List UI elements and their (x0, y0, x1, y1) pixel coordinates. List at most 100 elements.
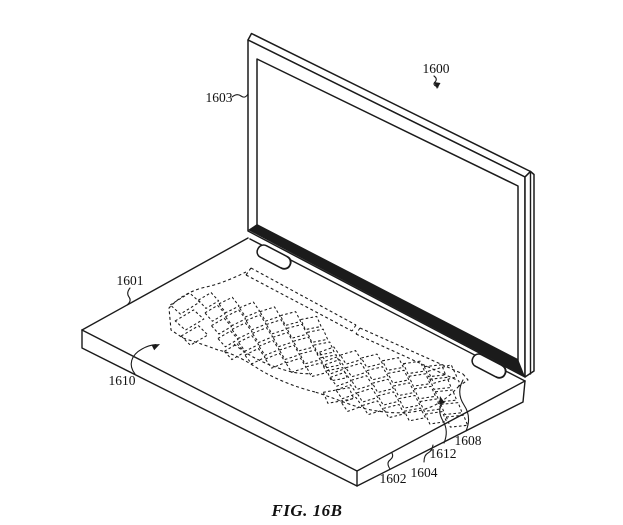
keyboard-key (403, 407, 426, 422)
keyboard-key (313, 341, 335, 356)
keyboard-key (245, 314, 267, 331)
base-left-face (81, 329, 358, 487)
callout-1604-label: 1604 (411, 465, 438, 480)
keyboard-key (259, 306, 281, 322)
callout-1612: 1612 (430, 396, 457, 461)
keyboard-key (244, 347, 266, 365)
keyboard-key (361, 400, 384, 416)
keyboard-key (322, 387, 355, 404)
keyboard-key (300, 315, 322, 331)
split-keyboard (168, 267, 469, 428)
keyboard-key (210, 317, 233, 335)
figure-caption: FIG. 16B (270, 501, 342, 520)
keyboard-key (272, 331, 294, 348)
keyboard-key (419, 398, 442, 412)
keyboard-strip-joints (245, 267, 361, 335)
callout-1604: 1604 (411, 444, 438, 480)
keyboard-left-boundary (168, 271, 247, 351)
base-back-edge (81, 237, 249, 331)
keyboard-top-strip-inner (245, 274, 460, 382)
keyboard-corner-1608 (458, 373, 469, 387)
keyboard-key (265, 319, 288, 335)
keyboard-bridge-lower (217, 349, 316, 393)
keyboard-key (434, 389, 458, 403)
base-right-face (356, 380, 526, 487)
keyboard-key (258, 339, 280, 356)
keyboard-key (350, 375, 373, 390)
keyboard-key (377, 391, 400, 406)
keyboard-key (251, 327, 274, 344)
keyboard-key (326, 367, 348, 382)
keyboard-key (387, 369, 410, 384)
right-hinge-icon (471, 353, 507, 379)
keyboard-key (408, 373, 431, 387)
keyboard-key (345, 362, 368, 378)
keyboard-key (382, 403, 405, 419)
keyboard-key (339, 349, 362, 365)
keyboard-key (197, 292, 220, 309)
keyboard-key (356, 387, 379, 403)
keyboard-key (366, 366, 389, 381)
keyboard-key (427, 364, 458, 384)
keyboard-key (402, 360, 426, 375)
callout-1612-label: 1612 (430, 446, 457, 461)
lid-right-edge-band (524, 170, 535, 378)
callout-1602-label: 1602 (380, 471, 407, 486)
callout-1608: 1608 (455, 379, 482, 448)
keyboard-key (238, 301, 261, 318)
keyboard-key (231, 322, 253, 339)
keyboard-key (286, 323, 308, 339)
keyboard-key (440, 402, 463, 416)
keyboard-key (429, 376, 452, 390)
keyboard-key (169, 292, 201, 315)
keyboard-key (174, 309, 205, 331)
hinges (256, 244, 507, 379)
keyboard-key (223, 343, 246, 361)
keyboard-key (360, 353, 383, 368)
callout-1600: 1600 (423, 61, 450, 89)
keyboard-key (324, 359, 347, 375)
keyboard-key (285, 357, 307, 373)
keyboard-key (319, 354, 342, 369)
callout-1603: 1603 (206, 90, 249, 105)
keyboard-key (423, 364, 447, 378)
keyboard-key (264, 352, 287, 369)
keyboard-key (299, 349, 321, 365)
callouts: 1600 1603 1601 1610 1602 1604 1612 (109, 61, 482, 486)
keyboard-key (292, 336, 315, 352)
keyboard-key (329, 371, 352, 387)
callout-1603-label: 1603 (206, 90, 233, 105)
callout-1600-label: 1600 (423, 61, 450, 76)
keyboard-key (445, 414, 469, 428)
display-bottom-bezel (248, 224, 525, 377)
laptop-lid (247, 32, 535, 378)
keyboard-key (306, 328, 329, 343)
left-hinge-icon (256, 244, 292, 270)
callout-1602: 1602 (380, 452, 407, 486)
keyboard-key (424, 411, 448, 425)
keyboard-top-strip-outer (250, 267, 464, 375)
keyboard-key (305, 362, 328, 378)
keyboard-key (278, 344, 301, 361)
base-front-edges (81, 329, 526, 472)
callout-1610: 1610 (109, 344, 160, 388)
keyboard-key (218, 296, 240, 314)
keyboard-key (413, 385, 437, 400)
keyboard-bridge-upper (233, 343, 313, 375)
keyboard-key (392, 382, 415, 397)
keyboard-key (398, 394, 421, 409)
keyboard-key (335, 384, 358, 400)
callout-1610-label: 1610 (109, 373, 136, 388)
keyboard-key (279, 311, 302, 326)
keyboard-keys (169, 292, 469, 428)
keyboard-key (224, 309, 247, 327)
keyboard-key (371, 378, 394, 394)
keyboard-key (237, 335, 260, 352)
callout-1608-label: 1608 (455, 433, 482, 448)
callout-1601: 1601 (117, 273, 144, 306)
callout-1601-label: 1601 (117, 273, 144, 288)
keyboard-key (318, 346, 341, 362)
keyboard-key (217, 330, 239, 348)
